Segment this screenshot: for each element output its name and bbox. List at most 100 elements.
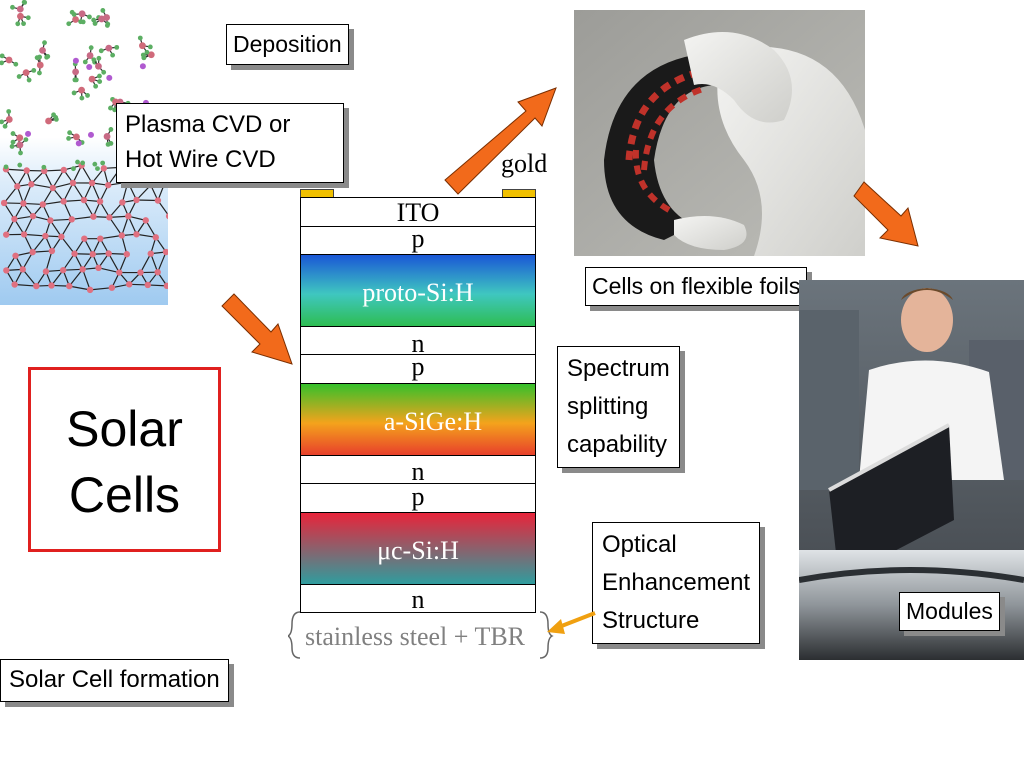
bond — [50, 218, 72, 222]
bond — [127, 181, 138, 201]
radical-atom — [25, 130, 32, 137]
silicon-atom — [16, 5, 24, 13]
flexible-foil-photo — [574, 10, 865, 256]
hydrogen-atom — [37, 54, 43, 60]
bond — [108, 253, 120, 273]
film-atom — [3, 231, 10, 238]
bond — [52, 169, 65, 189]
spectrum-line-2: splitting — [567, 393, 649, 420]
silicon-atom — [39, 47, 46, 54]
bond — [68, 268, 84, 287]
film-atom — [161, 181, 168, 188]
film-atom — [60, 198, 67, 205]
bond — [23, 215, 34, 235]
silicon-atom — [5, 56, 13, 64]
cvd-method-label: Plasma CVD or Hot Wire CVD — [116, 103, 344, 183]
hydrogen-atom — [97, 79, 103, 84]
film-atom — [49, 184, 57, 192]
bond — [136, 184, 152, 201]
bond — [52, 182, 74, 189]
silicon-atom — [72, 16, 79, 23]
film-atom — [97, 235, 104, 242]
hydrogen-atom — [144, 49, 150, 55]
surface-hydrogen — [17, 162, 23, 168]
bond — [44, 169, 64, 172]
film-atom — [118, 232, 126, 239]
film-atom — [69, 179, 77, 187]
film-atom — [154, 197, 162, 204]
layer-p-1: p — [300, 226, 536, 255]
hydrogen-atom — [2, 123, 8, 129]
hydrogen-atom — [114, 44, 120, 50]
film-atom — [147, 250, 154, 257]
bond — [90, 287, 112, 291]
film-atom — [71, 250, 78, 257]
silicon-atom — [86, 52, 94, 59]
bond — [42, 200, 64, 206]
film-atom — [42, 268, 50, 275]
film-atom — [14, 183, 21, 190]
bond — [98, 267, 120, 274]
hydrogen-atom — [91, 57, 97, 63]
cvd-line-2: Hot Wire CVD — [125, 145, 276, 173]
bond — [60, 236, 75, 255]
bond — [118, 254, 128, 273]
film-atom — [39, 201, 47, 208]
spectrum-line-3: capability — [567, 431, 668, 458]
hydrogen-atom — [23, 137, 29, 142]
film-atom — [88, 179, 96, 187]
bond — [22, 268, 37, 287]
solar-title-line-2: Cells — [68, 467, 181, 523]
optical-enhancement-label: Optical Enhancement Structure — [592, 522, 761, 644]
gold-label: gold — [501, 149, 548, 178]
bond — [121, 181, 129, 203]
bond — [157, 251, 167, 273]
hydrogen-atom — [66, 21, 72, 27]
film-atom — [58, 233, 65, 240]
optical-line-1: Optical — [602, 531, 677, 558]
surface-hydrogen — [92, 161, 98, 167]
film-atom — [68, 216, 75, 223]
modules-text: Modules — [906, 598, 993, 624]
hydrogen-atom — [91, 17, 97, 23]
film-atom — [3, 267, 10, 274]
radical-atom — [106, 74, 113, 81]
hydrogen-atom — [18, 150, 23, 156]
hydrogen-atom — [71, 90, 77, 96]
deposition-text: Deposition — [233, 31, 342, 57]
layer-proto-si: proto-Si:H — [300, 254, 536, 327]
silicon-atom — [98, 15, 106, 23]
bond — [72, 182, 85, 201]
modules-label: Modules — [899, 592, 1000, 632]
film-atom — [33, 282, 40, 290]
film-atom — [123, 251, 130, 258]
bond — [23, 234, 34, 253]
hydrogen-atom — [108, 127, 114, 132]
spectrum-splitting-label: Spectrum splitting capability — [557, 346, 680, 468]
hydrogen-atom — [137, 35, 143, 41]
hydrogen-atom — [101, 69, 107, 75]
film-atom — [66, 282, 73, 290]
surface-hydrogen — [41, 164, 47, 170]
film-atom — [106, 214, 113, 221]
substrate-label: stainless steel + TBR — [305, 622, 526, 651]
film-atom — [125, 212, 132, 220]
film-atom — [12, 252, 19, 259]
bond — [51, 269, 64, 286]
hydrogen-atom — [16, 74, 22, 79]
layer-p-3: p — [300, 483, 536, 513]
silicon-atom — [72, 68, 80, 76]
film-atom — [96, 198, 104, 205]
arrow-to-substrate — [547, 611, 596, 634]
hydrogen-atom — [31, 68, 37, 73]
silicon-atom — [36, 61, 44, 69]
hydrogen-atom — [10, 139, 16, 145]
bond — [42, 187, 54, 205]
bond — [100, 234, 122, 240]
surface-hydrogen — [3, 164, 9, 170]
film-atom — [81, 235, 88, 242]
hydrogen-atom — [98, 48, 104, 54]
bond — [22, 183, 32, 204]
layer-n-2: n — [300, 455, 536, 486]
